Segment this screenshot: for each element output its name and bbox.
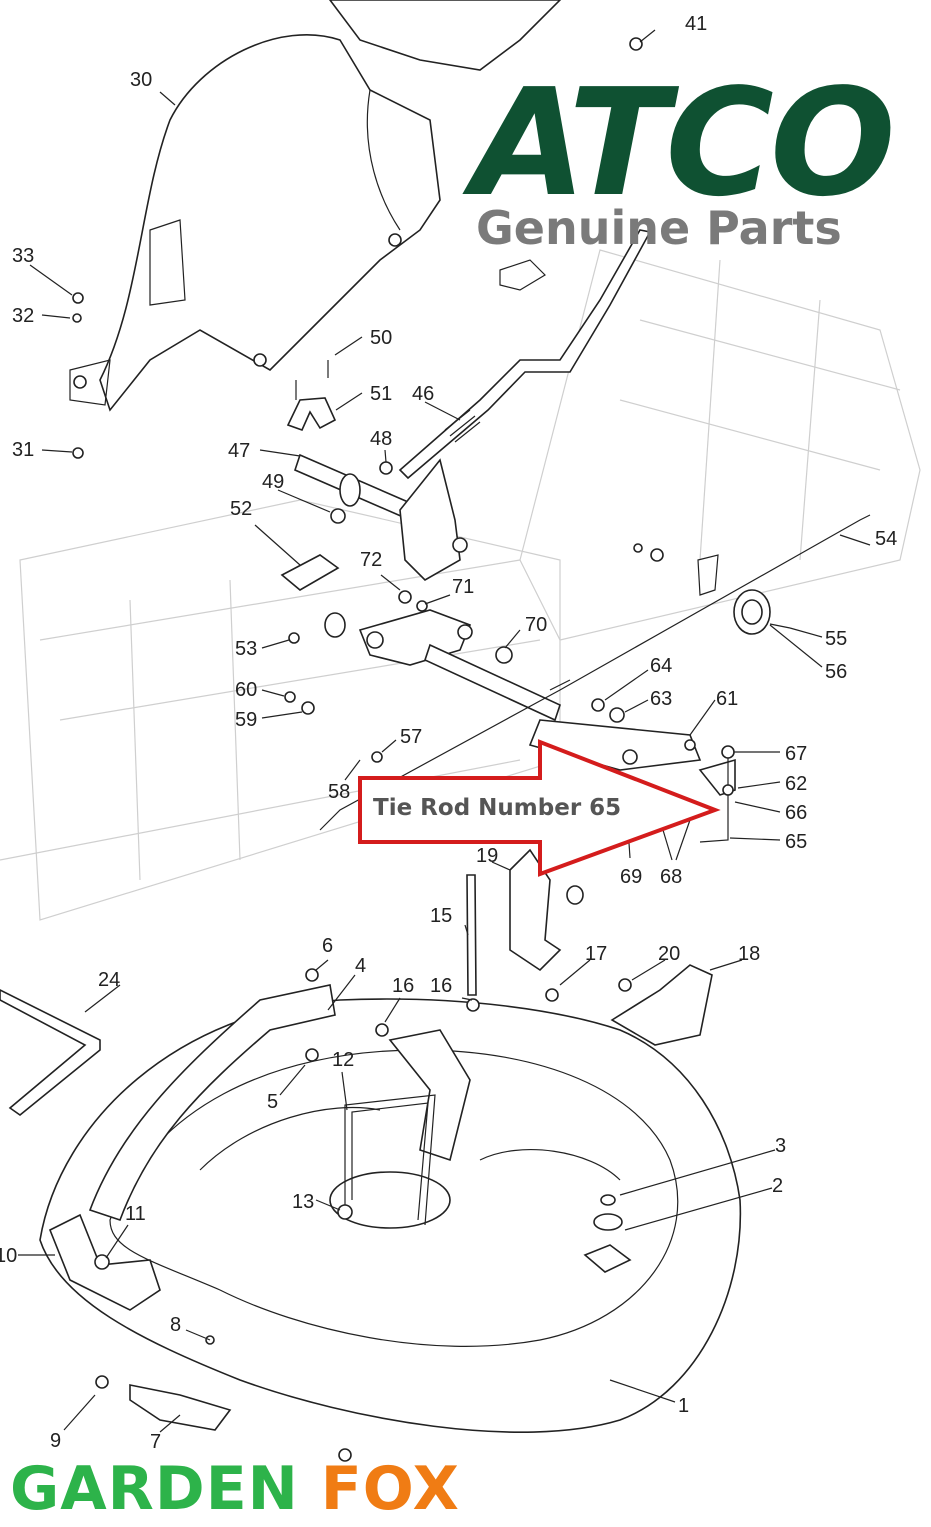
label-31: 31 <box>12 439 34 461</box>
label-3: 3 <box>775 1135 786 1157</box>
label-49: 49 <box>262 471 284 493</box>
handle-part-24 <box>0 989 101 1117</box>
label-33: 33 <box>12 245 34 267</box>
label-66: 66 <box>785 802 807 824</box>
label-63: 63 <box>650 688 672 710</box>
label-47: 47 <box>228 440 250 462</box>
label-67: 67 <box>785 743 807 765</box>
label-60: 60 <box>235 679 257 701</box>
label-10: 10 <box>0 1245 17 1267</box>
roller-bracket-part-7 <box>129 1384 232 1431</box>
retailer-name-part1: GARDEN <box>10 1454 299 1524</box>
small-hardware <box>72 37 664 1462</box>
bracket-part-18 <box>610 964 713 1046</box>
label-58: 58 <box>328 781 350 803</box>
label-15: 15 <box>430 905 452 927</box>
label-48: 48 <box>370 428 392 450</box>
pulley-part-56 <box>733 589 791 635</box>
leader-lines <box>18 29 871 1433</box>
lift-shaft-assembly <box>294 453 468 581</box>
label-17: 17 <box>585 943 607 965</box>
label-16b: 16 <box>430 975 452 997</box>
mower-deck-part-1 <box>39 998 742 1433</box>
discharge-chute-part-30 <box>69 34 441 412</box>
label-61: 61 <box>716 688 738 710</box>
pivot-arm-assembly <box>324 590 702 771</box>
label-41: 41 <box>685 13 707 35</box>
label-8: 8 <box>170 1314 181 1336</box>
reinforcement-bar-part-4 <box>88 984 336 1222</box>
label-18: 18 <box>738 943 760 965</box>
bracket-part-52 <box>280 554 340 591</box>
label-1: 1 <box>678 1395 689 1417</box>
atco-logo: ATCO <box>472 57 896 229</box>
label-72: 72 <box>360 549 382 571</box>
label-46: 46 <box>412 383 434 405</box>
skid-bracket-part-10 <box>48 1213 161 1311</box>
u-bolt-part-12 <box>337 1094 436 1226</box>
label-12: 12 <box>332 1049 354 1071</box>
label-62: 62 <box>785 773 807 795</box>
label-56: 56 <box>825 661 847 683</box>
label-6: 6 <box>322 935 333 957</box>
label-9: 9 <box>50 1430 61 1452</box>
label-16a: 16 <box>392 975 414 997</box>
bolt-part-15 <box>466 874 477 996</box>
retailer-name-part2: FOX <box>320 1454 460 1524</box>
label-11: 11 <box>125 1203 146 1225</box>
label-70: 70 <box>525 614 547 636</box>
label-55: 55 <box>825 628 847 650</box>
label-20: 20 <box>658 943 680 965</box>
label-4: 4 <box>355 955 366 977</box>
label-53: 53 <box>235 638 257 660</box>
label-2: 2 <box>772 1175 783 1197</box>
label-57: 57 <box>400 726 422 748</box>
garden-fox-logo: GARDEN FOX <box>10 1454 459 1525</box>
label-52: 52 <box>230 498 252 520</box>
label-24: 24 <box>98 969 120 991</box>
label-59: 59 <box>235 709 257 731</box>
part-number-labels: 1 2 3 4 5 6 7 8 9 10 11 12 13 15 16 16 1… <box>0 13 897 1453</box>
label-71: 71 <box>452 576 474 598</box>
cable-part-54 <box>319 514 871 831</box>
callout-label: Tie Rod Number 65 <box>373 795 622 821</box>
label-68: 68 <box>660 866 682 888</box>
callout-arrow <box>358 739 721 877</box>
label-7: 7 <box>150 1431 161 1453</box>
tie-rod-part-65 <box>698 745 736 843</box>
lift-rod-part-46 <box>398 229 652 480</box>
label-65: 65 <box>785 831 807 853</box>
chassis-outline <box>0 249 921 921</box>
genuine-parts-tagline: Genuine Parts <box>476 201 842 255</box>
label-64: 64 <box>650 655 672 677</box>
label-13: 13 <box>292 1191 314 1213</box>
label-50: 50 <box>370 327 392 349</box>
clamp-part-51 <box>286 360 337 432</box>
bracket-part-19 <box>509 848 584 972</box>
seat-silhouette <box>329 0 562 71</box>
label-32: 32 <box>12 305 34 327</box>
label-69: 69 <box>620 866 642 888</box>
label-19: 19 <box>476 845 498 867</box>
label-54: 54 <box>875 528 897 550</box>
label-51: 51 <box>370 383 392 405</box>
label-30: 30 <box>130 69 152 91</box>
label-5: 5 <box>267 1091 278 1113</box>
spindle-part-2 <box>583 1194 632 1273</box>
